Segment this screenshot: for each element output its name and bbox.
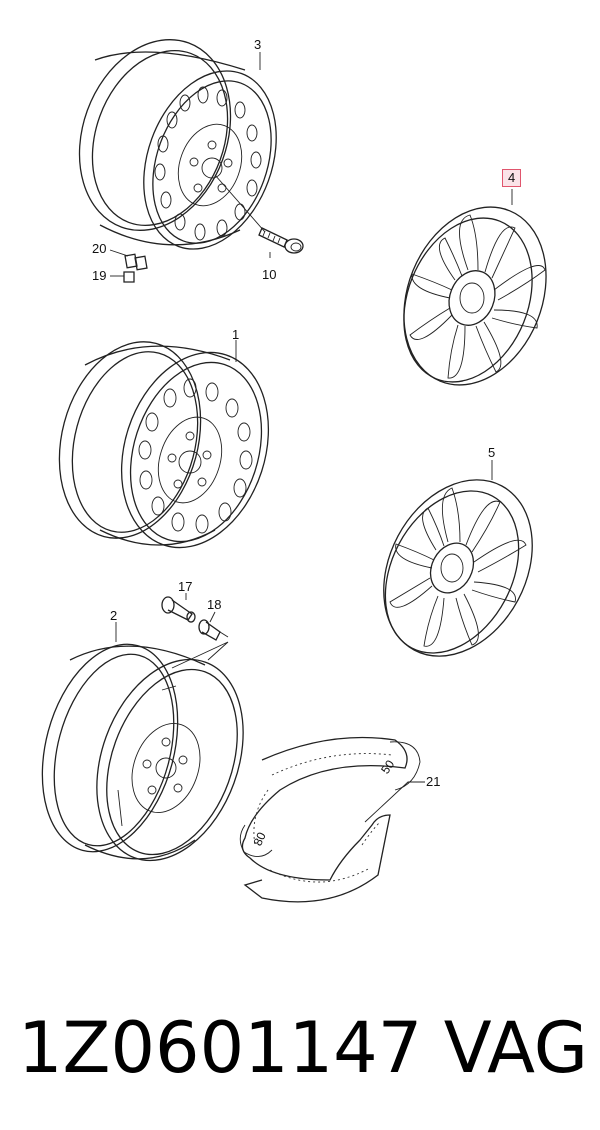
steel-wheel-2 <box>41 643 244 862</box>
steel-wheel-3 <box>78 39 277 250</box>
brand-name: VAG <box>443 1007 588 1089</box>
exploded-parts-diagram <box>41 39 547 903</box>
wheel-bolt-10 <box>258 227 304 254</box>
tire-valve-18 <box>198 619 229 641</box>
wheel-cover-4 <box>403 206 547 386</box>
callout-5[interactable]: 5 <box>488 445 496 460</box>
callout-19[interactable]: 19 <box>92 268 107 283</box>
callout-3[interactable]: 3 <box>254 37 262 52</box>
callout-10[interactable]: 10 <box>262 267 277 282</box>
part-number-footer: 1Z0601147 VAG <box>18 998 588 1098</box>
rim-size-gauge-21 <box>239 736 421 903</box>
callout-4[interactable]: 4 <box>502 169 522 187</box>
callout-1[interactable]: 1 <box>232 327 240 342</box>
steel-wheel-1 <box>58 341 270 549</box>
callout-20[interactable]: 20 <box>92 241 107 256</box>
callout-18[interactable]: 18 <box>207 597 222 612</box>
leader-lines <box>109 52 513 823</box>
callout-21[interactable]: 21 <box>426 774 441 789</box>
wheel-cover-5 <box>383 479 533 657</box>
balance-weights-19-20 <box>123 253 148 283</box>
tire-valve-17 <box>161 596 196 623</box>
callout-2[interactable]: 2 <box>110 608 118 623</box>
part-number: 1Z0601147 <box>18 1007 423 1089</box>
callout-17[interactable]: 17 <box>178 579 193 594</box>
